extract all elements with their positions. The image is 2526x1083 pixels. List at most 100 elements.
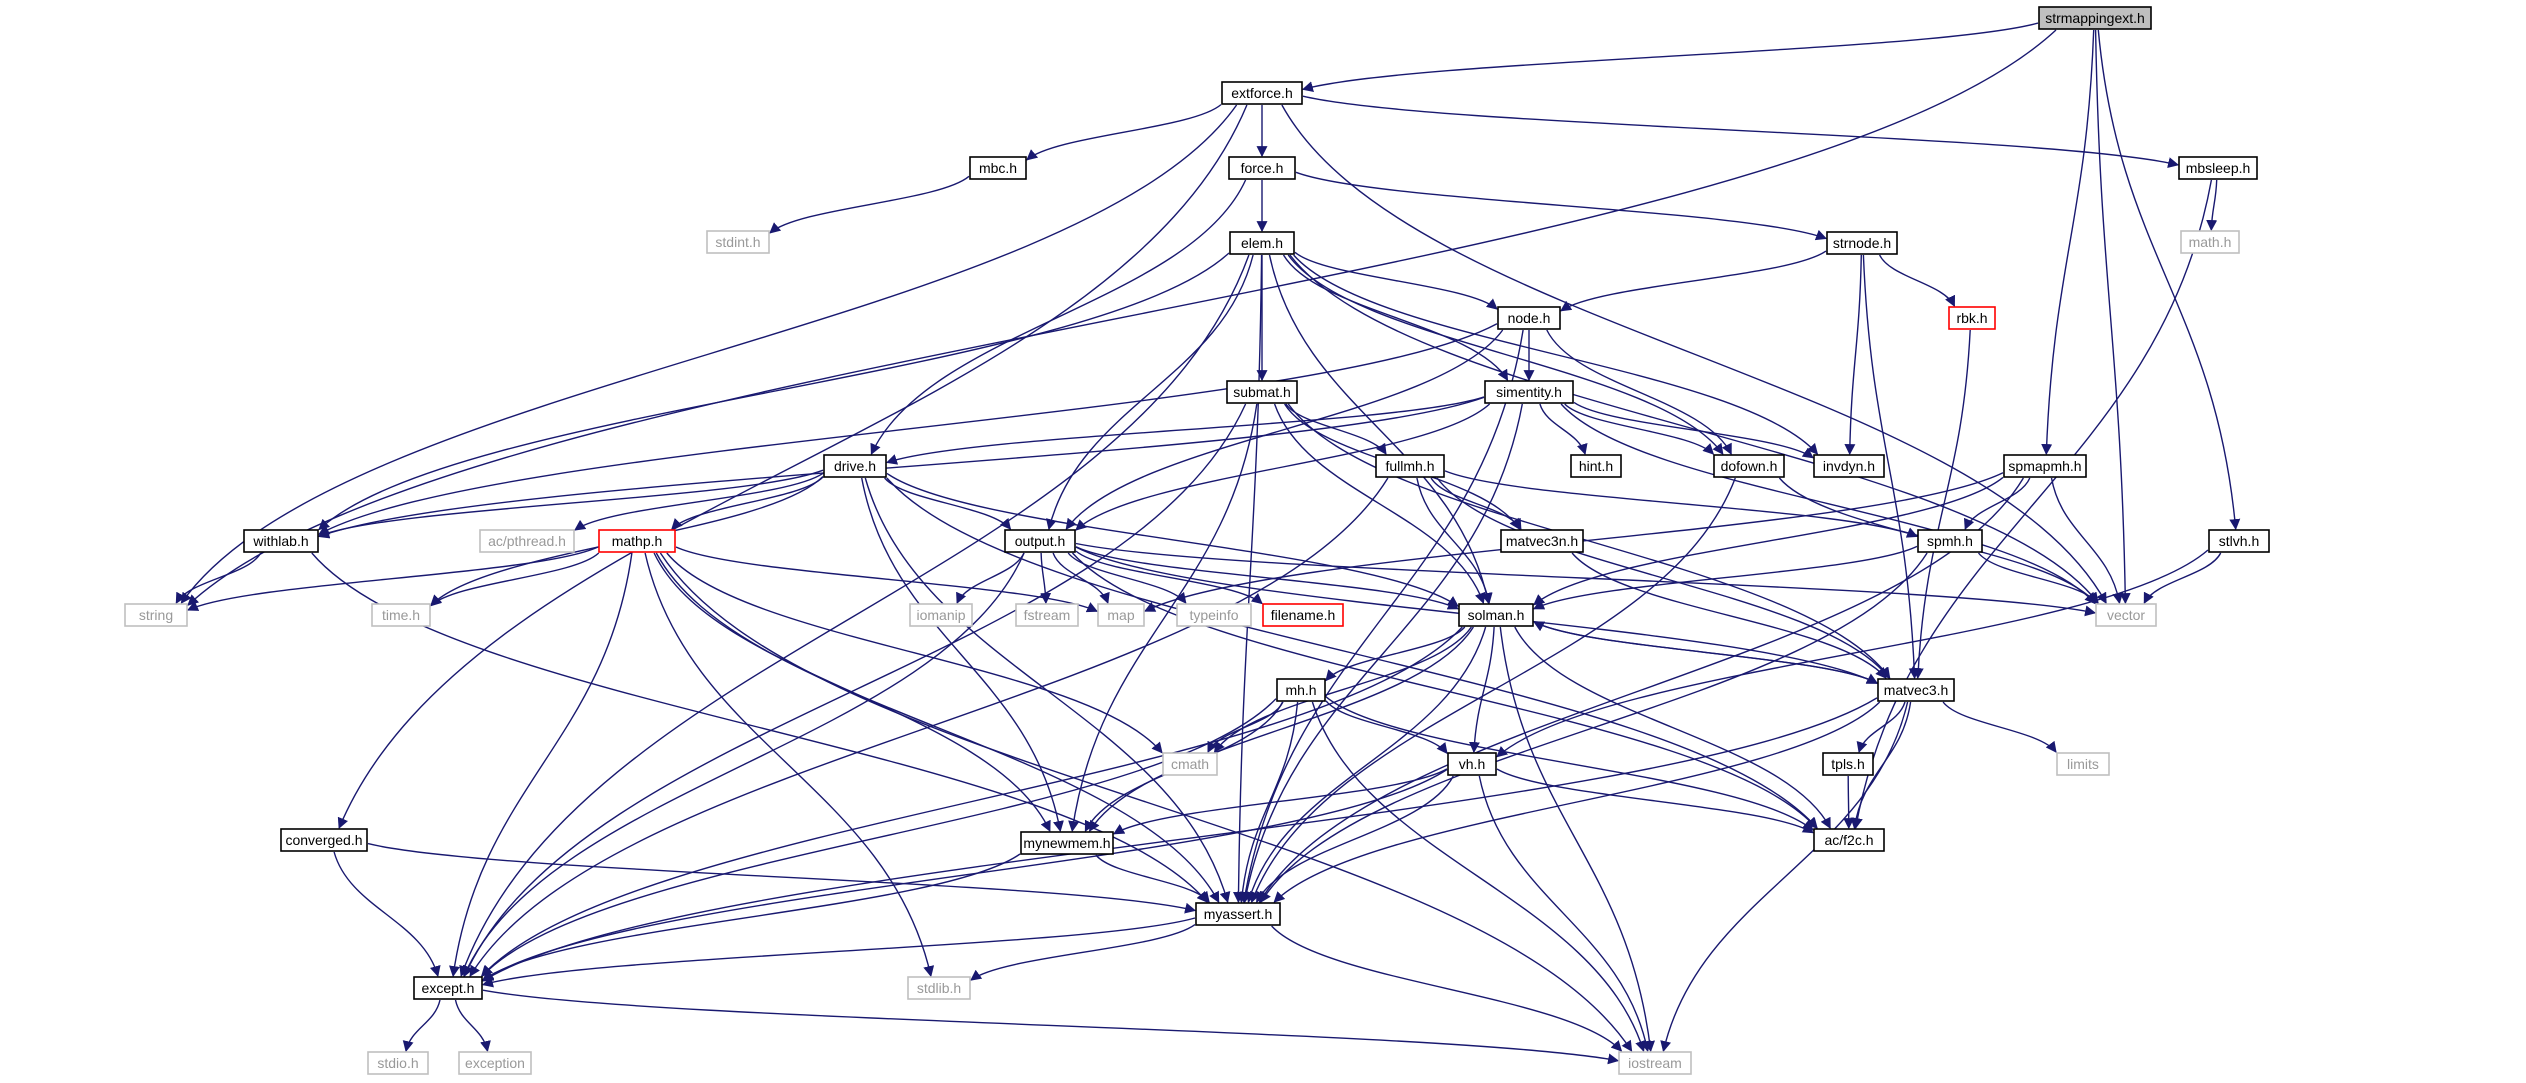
node-matvec3n[interactable]: matvec3n.h <box>1500 529 1584 553</box>
edge-node-to-output <box>1065 329 1504 530</box>
node-simentity[interactable]: simentity.h <box>1484 380 1574 404</box>
node-submat[interactable]: submat.h <box>1226 380 1298 404</box>
node-stlvh[interactable]: stlvh.h <box>2208 529 2270 553</box>
node-node-label: node.h <box>1508 310 1551 326</box>
edge-fullmh-to-except <box>469 477 1389 977</box>
node-vh[interactable]: vh.h <box>1447 752 1497 776</box>
edge-mbc-to-stdint <box>769 175 970 234</box>
edge-strnode-to-rbk <box>1878 254 1956 307</box>
edge-output-to-vector <box>1075 542 2097 617</box>
node-string-label: string <box>139 607 173 623</box>
node-converged[interactable]: converged.h <box>280 828 368 852</box>
node-solman-label: solman.h <box>1468 607 1525 623</box>
node-iomanip-label: iomanip <box>916 607 965 623</box>
node-mathp[interactable]: mathp.h <box>598 529 676 553</box>
node-drive[interactable]: drive.h <box>823 454 887 478</box>
node-strmappingext[interactable]: strmappingext.h <box>2038 6 2152 30</box>
node-hint[interactable]: hint.h <box>1570 454 1622 478</box>
node-spmapmh[interactable]: spmapmh.h <box>2003 454 2087 478</box>
edge-elem-to-except <box>459 254 1250 978</box>
edge-extforce-to-vector <box>1281 104 2107 604</box>
edge-submat-to-except <box>463 403 1247 978</box>
node-f2c[interactable]: ac/f2c.h <box>1813 828 1885 852</box>
node-mbsleep-box <box>2178 156 2258 180</box>
edge-spmapmh-to-spmh <box>1964 477 2031 531</box>
node-node[interactable]: node.h <box>1497 306 1561 330</box>
edge-drive-to-solman <box>886 472 1459 607</box>
node-mh-label: mh.h <box>1285 682 1316 698</box>
edge-converged-to-myassert <box>367 842 1197 914</box>
node-mathh-label: math.h <box>2189 234 2232 250</box>
node-mbsleep[interactable]: mbsleep.h <box>2178 156 2258 180</box>
edge-node-to-withlab <box>318 323 1498 535</box>
node-stdint: stdint.h <box>706 230 770 254</box>
node-withlab-box <box>243 529 319 553</box>
node-solman[interactable]: solman.h <box>1458 603 1534 627</box>
node-filename-box <box>1262 603 1344 627</box>
edge-vh-to-except <box>482 768 1448 981</box>
edge-mathp-to-cmath <box>666 552 1163 754</box>
edge-extforce-to-mbsleep <box>1302 95 2180 168</box>
edge-simentity-to-withlab <box>317 396 1485 539</box>
edge-elem-to-dofown <box>1287 254 1724 455</box>
edge-fullmh-to-spmh <box>1444 470 1919 538</box>
node-map: map <box>1097 603 1145 627</box>
edge-simentity-to-myassert <box>1241 403 1523 904</box>
node-tpls[interactable]: tpls.h <box>1822 752 1874 776</box>
node-limits-box <box>2056 752 2110 776</box>
edge-stlvh-to-vh <box>1496 549 2209 758</box>
edge-mathp-to-iostream <box>659 552 1633 1052</box>
node-output[interactable]: output.h <box>1004 529 1076 553</box>
edge-solman-to-iostream <box>1499 626 1655 1053</box>
edge-strnode-to-node <box>1560 250 1827 312</box>
edge-spmh-to-vector <box>1977 552 2099 604</box>
node-iostream-box <box>1618 1051 1692 1075</box>
edge-solman-to-f2c <box>1514 626 1831 829</box>
node-fullmh[interactable]: fullmh.h <box>1375 454 1445 478</box>
node-drive-box <box>823 454 887 478</box>
node-withlab[interactable]: withlab.h <box>243 529 319 553</box>
node-mynewmem-label: mynewmem.h <box>1023 835 1110 851</box>
edge-spmh-to-solman <box>1533 545 1918 610</box>
edge-output-to-fstream <box>1040 552 1052 605</box>
edge-mh-to-myassert <box>1236 701 1299 904</box>
node-extforce[interactable]: extforce.h <box>1221 81 1303 105</box>
node-stdlib: stdlib.h <box>907 976 971 1000</box>
node-node-box <box>1497 306 1561 330</box>
node-mathh: math.h <box>2180 230 2240 254</box>
node-myassert[interactable]: myassert.h <box>1195 902 1281 926</box>
node-mh[interactable]: mh.h <box>1276 678 1326 702</box>
node-rbk[interactable]: rbk.h <box>1948 306 1996 330</box>
node-f2c-label: ac/f2c.h <box>1824 832 1873 848</box>
node-f2c-box <box>1813 828 1885 852</box>
node-pthread-box <box>479 529 575 553</box>
node-elem-label: elem.h <box>1241 235 1283 251</box>
node-mynewmem[interactable]: mynewmem.h <box>1020 831 1114 855</box>
node-except[interactable]: except.h <box>413 976 483 1000</box>
node-force[interactable]: force.h <box>1228 156 1296 180</box>
node-invdyn[interactable]: invdyn.h <box>1813 454 1885 478</box>
nodes-layer: strmappingext.h extforce.h mbc.h force.h mbs… <box>124 6 2270 1075</box>
node-elem[interactable]: elem.h <box>1229 231 1295 255</box>
node-withlab-label: withlab.h <box>252 533 308 549</box>
edge-simentity-to-output <box>1075 403 1491 531</box>
node-elem-box <box>1229 231 1295 255</box>
edge-extforce-to-mbc <box>1026 104 1222 161</box>
edge-drive-to-pthread <box>574 472 824 531</box>
edge-matvec3-to-solman <box>1533 621 1878 684</box>
node-simentity-box <box>1484 380 1574 404</box>
edge-submat-to-solman <box>1273 403 1486 605</box>
node-mathp-label: mathp.h <box>612 533 663 549</box>
node-matvec3[interactable]: matvec3.h <box>1877 678 1955 702</box>
edge-elem-to-output <box>1045 254 1254 531</box>
node-filename[interactable]: filename.h <box>1262 603 1344 627</box>
edge-strnode-to-invdyn <box>1844 254 1862 456</box>
edge-output-to-map <box>1052 552 1110 605</box>
node-vector-label: vector <box>2107 607 2145 623</box>
node-strnode[interactable]: strnode.h <box>1826 231 1898 255</box>
node-spmh[interactable]: spmh.h <box>1917 529 1983 553</box>
node-dofown[interactable]: dofown.h <box>1713 454 1785 478</box>
edge-mathp-to-timeh <box>430 552 600 607</box>
node-converged-box <box>280 828 368 852</box>
node-mbc[interactable]: mbc.h <box>969 156 1027 180</box>
